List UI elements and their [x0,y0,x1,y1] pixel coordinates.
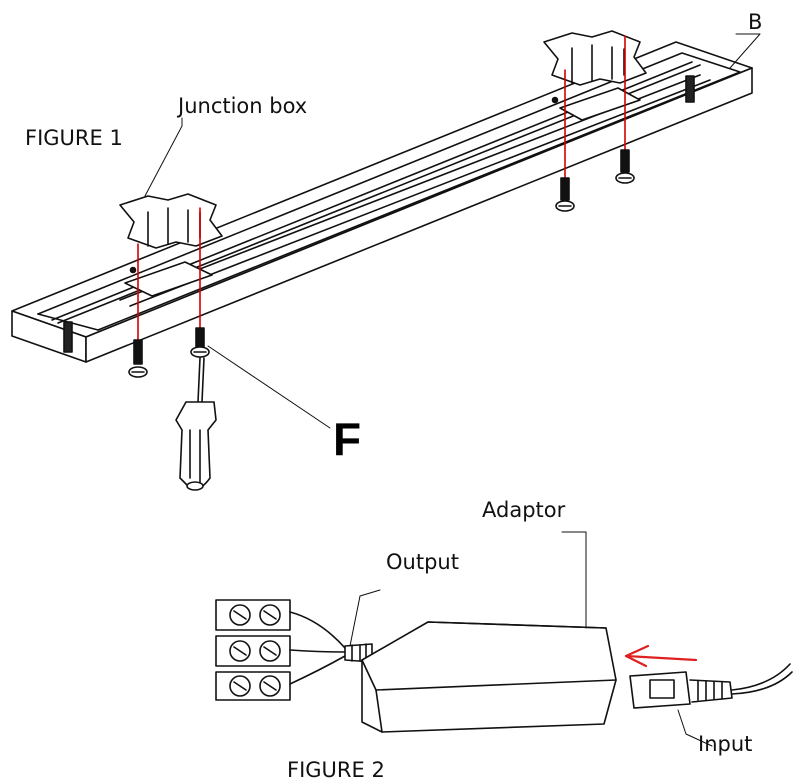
junction-box-icon [543,30,647,86]
junction-box-icon [119,193,223,249]
junction-box-label: Junction box [178,94,308,118]
output-cable [289,611,373,685]
power-plug-icon [629,663,793,709]
adaptor-label: Adaptor [482,498,566,522]
leader-lines [349,531,713,747]
figure1-label: FIGURE 1 [25,126,123,150]
screw-guides [137,35,626,341]
adaptor-box [361,621,617,733]
screwdriver-icon [175,357,217,491]
terminal-block-icon [215,599,291,701]
part-b-label: B [748,10,763,34]
screw-icon [128,339,148,378]
screw-icon [615,149,635,184]
input-label: Input [698,732,753,756]
direction-arrow-icon [624,644,698,668]
mounting-bracket [11,41,753,363]
part-f-label: F [333,413,362,465]
screw-icon [555,177,575,212]
output-label: Output [386,550,459,574]
figure2-label: FIGURE 2 [287,758,385,782]
screw-icon [190,327,210,358]
leader-lines [144,33,761,429]
